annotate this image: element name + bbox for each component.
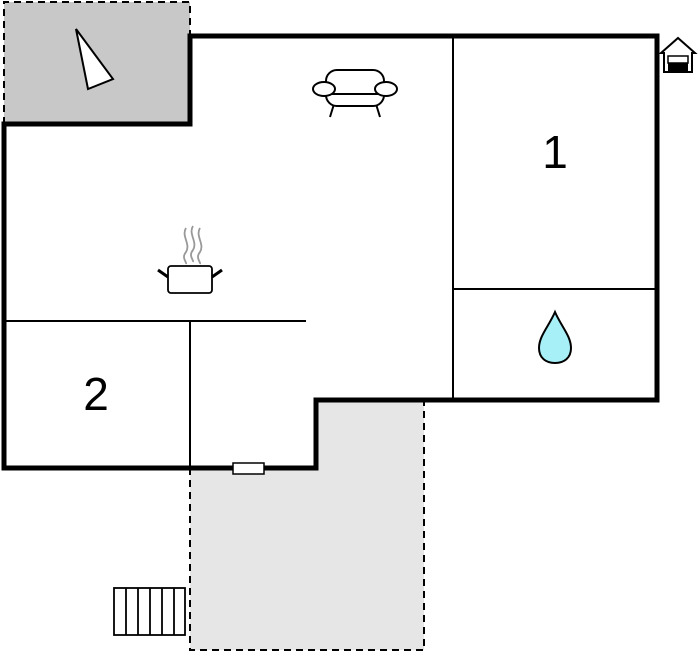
door-icon xyxy=(232,462,265,475)
cooking-pot-icon xyxy=(157,225,223,294)
water-drop-icon xyxy=(537,309,573,365)
stairs-icon xyxy=(113,587,186,636)
room-label-2: 2 xyxy=(83,368,109,420)
sofa-icon xyxy=(312,69,398,118)
room-label-1: 1 xyxy=(542,126,568,178)
north-arrow-icon xyxy=(75,28,115,91)
terrace xyxy=(189,402,425,651)
interior-walls xyxy=(4,36,657,468)
house-entrance-icon xyxy=(658,36,698,73)
outer-walls xyxy=(1,33,660,471)
